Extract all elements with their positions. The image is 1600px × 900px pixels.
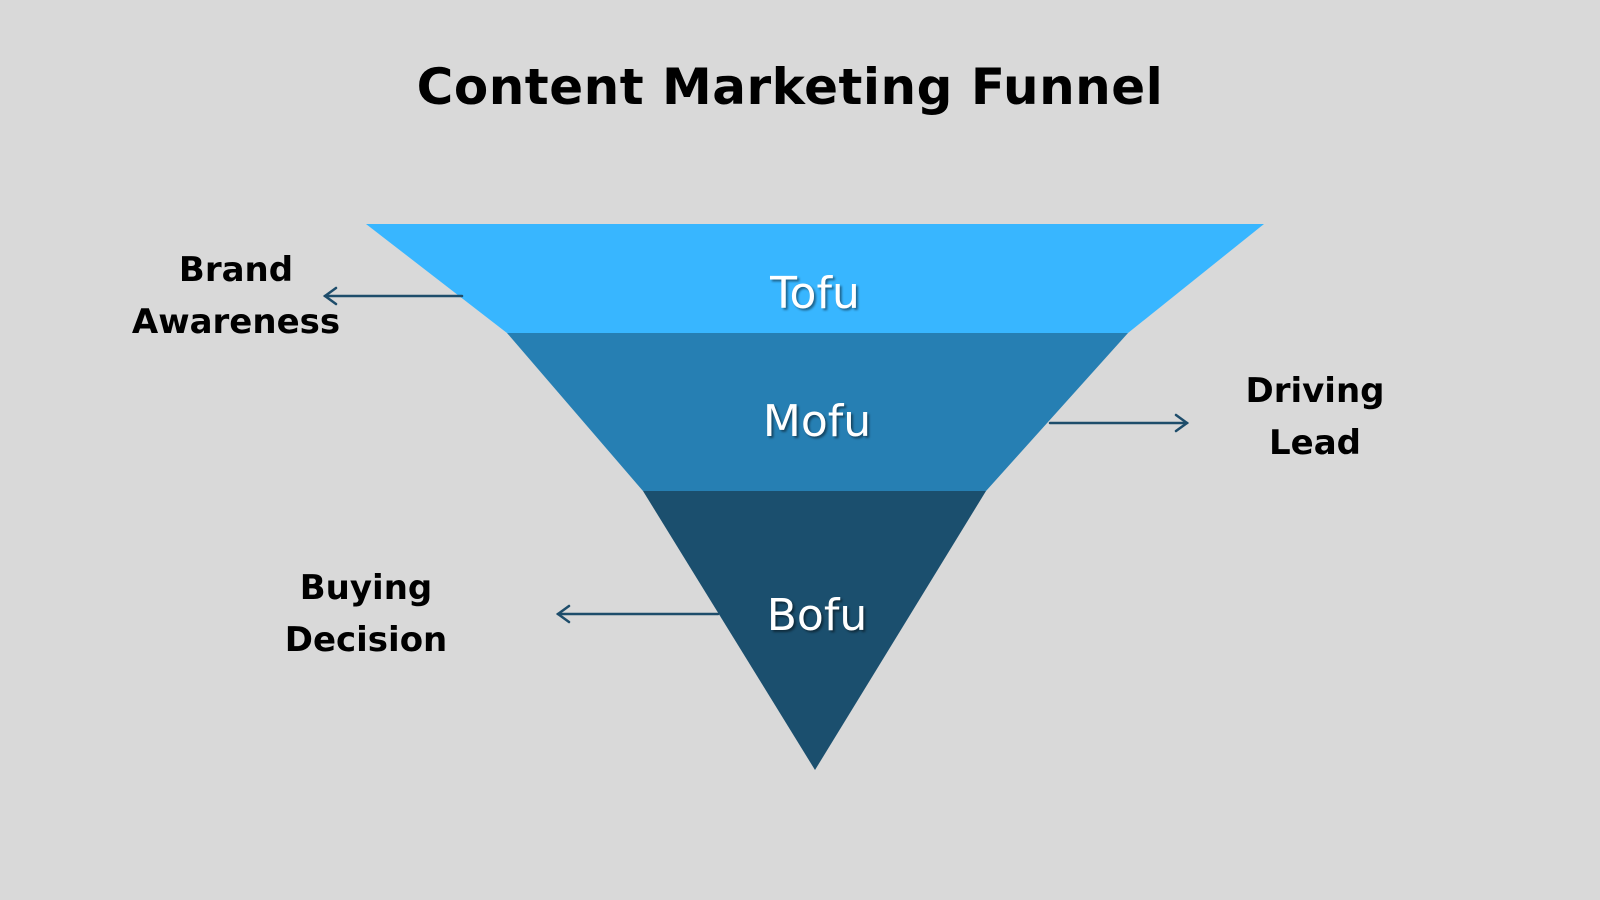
tofu-arrow-left-icon xyxy=(322,286,464,306)
brand-awareness-line2: Awareness xyxy=(131,302,341,342)
mofu-segment xyxy=(507,333,1128,491)
diagram-title: Content Marketing Funnel xyxy=(416,58,1164,116)
mofu-arrow-right-icon xyxy=(1048,413,1190,433)
brand-awareness-line1: Brand xyxy=(178,250,294,290)
brand-awareness-label: Brand Awareness xyxy=(106,244,366,348)
tofu-segment xyxy=(366,224,1264,333)
buying-decision-label: Buying Decision xyxy=(236,562,496,666)
buying-decision-line2: Decision xyxy=(284,620,448,660)
driving-lead-label: Driving Lead xyxy=(1185,365,1445,469)
buying-decision-line1: Buying xyxy=(299,568,433,608)
driving-lead-line2: Lead xyxy=(1268,423,1361,463)
tofu-label: Tofu xyxy=(770,268,860,319)
mofu-label: Mofu xyxy=(762,396,872,447)
bofu-arrow-left-icon xyxy=(555,604,720,624)
driving-lead-line1: Driving xyxy=(1245,371,1385,411)
bofu-segment xyxy=(643,491,986,770)
bofu-label: Bofu xyxy=(766,590,868,641)
